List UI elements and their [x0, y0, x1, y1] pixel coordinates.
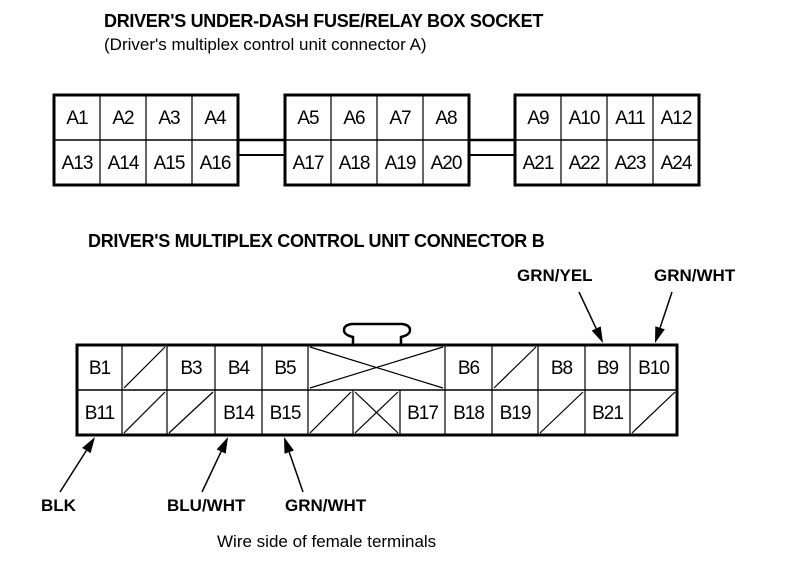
terminal-b18: B18: [453, 403, 484, 424]
unused-cavity-slash: [168, 391, 214, 434]
terminal-b15: B15: [270, 403, 301, 424]
terminal-a3: A3: [158, 108, 180, 129]
unused-cavity-slash: [123, 346, 166, 389]
terminal-a19: A19: [385, 153, 416, 174]
blocked-cavity-cross: [354, 391, 399, 434]
terminal-a20: A20: [431, 153, 462, 174]
terminal-b17: B17: [407, 403, 438, 424]
terminal-b10: B10: [638, 358, 669, 379]
terminal-a21: A21: [523, 153, 554, 174]
arrow-b14-head: [216, 437, 228, 454]
arrow-b9-head: [591, 326, 603, 343]
arrow-b15: [288, 451, 304, 493]
terminal-a6: A6: [343, 108, 365, 129]
terminal-a2: A2: [112, 108, 134, 129]
unused-cavity-slash: [631, 391, 676, 434]
terminal-a16: A16: [200, 153, 231, 174]
arrow-b11-head: [82, 437, 95, 454]
arrow-b10-head: [655, 326, 665, 343]
terminal-a10: A10: [569, 108, 600, 129]
arrow-b14: [201, 451, 222, 493]
connector-b-lock-tab: [342, 322, 412, 345]
terminal-a8: A8: [435, 108, 457, 129]
terminal-a14: A14: [108, 153, 140, 174]
wire-label-b14: BLU/WHT: [167, 496, 246, 515]
terminal-b5: B5: [274, 358, 296, 379]
arrow-b11: [59, 450, 88, 493]
terminal-b1: B1: [89, 358, 111, 379]
arrow-b9: [578, 291, 597, 329]
arrow-b10: [659, 291, 673, 329]
terminal-a5: A5: [297, 108, 319, 129]
terminal-b6: B6: [458, 358, 480, 379]
terminal-a24: A24: [661, 153, 693, 174]
connector-a-title: DRIVER'S UNDER-DASH FUSE/RELAY BOX SOCKE…: [104, 11, 544, 31]
terminal-b9: B9: [597, 358, 619, 379]
wire-label-b11: BLK: [41, 496, 76, 515]
terminal-a4: A4: [204, 108, 227, 129]
terminal-b4: B4: [228, 358, 251, 379]
terminal-b19: B19: [500, 403, 531, 424]
terminal-a12: A12: [661, 108, 692, 129]
terminal-a22: A22: [569, 153, 600, 174]
terminal-a17: A17: [293, 153, 324, 174]
terminal-a9: A9: [527, 108, 549, 129]
arrow-b15-head: [284, 437, 294, 454]
terminal-a18: A18: [339, 153, 370, 174]
terminal-b11: B11: [85, 403, 115, 424]
unused-cavity-slash: [539, 391, 584, 434]
wire-label-b10: GRN/WHT: [654, 266, 736, 285]
terminal-a7: A7: [389, 108, 411, 129]
wire-label-b15: GRN/WHT: [285, 496, 367, 515]
terminal-b3: B3: [180, 358, 202, 379]
unused-cavity-slash: [493, 346, 537, 389]
wire-label-b9: GRN/YEL: [517, 266, 593, 285]
unused-cavity-slash: [123, 391, 166, 434]
terminal-a13: A13: [62, 153, 93, 174]
terminal-a1: A1: [66, 108, 88, 129]
blocked-cavity-cross: [309, 346, 444, 389]
terminal-b8: B8: [551, 358, 573, 379]
wire-side-caption: Wire side of female terminals: [217, 532, 437, 551]
terminal-a23: A23: [615, 153, 646, 174]
terminal-a15: A15: [154, 153, 185, 174]
terminal-a11: A11: [615, 108, 645, 129]
terminal-b21: B21: [592, 403, 623, 424]
connector-a-subtitle: (Driver's multiplex control unit connect…: [104, 35, 427, 54]
connector-b-title: DRIVER'S MULTIPLEX CONTROL UNIT CONNECTO…: [88, 231, 545, 251]
unused-cavity-slash: [309, 391, 352, 434]
terminal-b14: B14: [223, 403, 255, 424]
